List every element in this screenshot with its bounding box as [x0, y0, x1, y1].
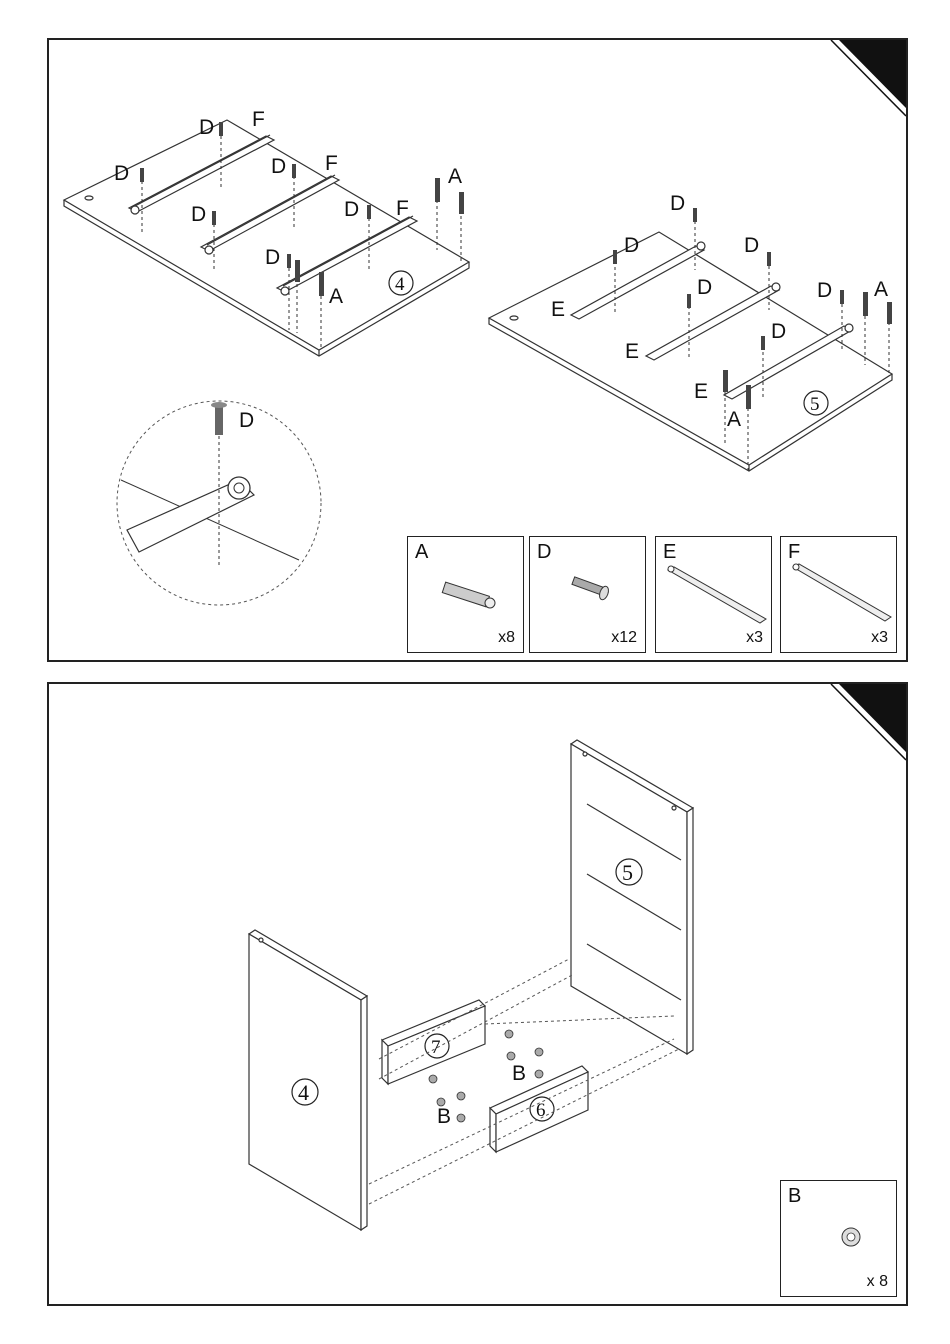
svg-text:A: A	[874, 278, 888, 301]
svg-text:D: D	[697, 276, 712, 299]
svg-text:A: A	[727, 408, 741, 431]
part-card-d: D x12	[529, 536, 646, 653]
svg-text:E: E	[551, 298, 565, 321]
panel-4-board	[64, 120, 469, 356]
panel-number-4: 4	[395, 274, 405, 295]
detail-magnifier: D	[117, 401, 321, 605]
svg-text:D: D	[271, 155, 286, 178]
svg-text:D: D	[817, 279, 832, 302]
fastener-label-b: B	[437, 1105, 451, 1128]
part-card-e: E x3	[655, 536, 772, 653]
assembly-step-panel-top: D F D F D D F D D A A 4	[47, 38, 908, 662]
part-quantity: x8	[498, 629, 515, 647]
panel-number-4: 4	[298, 1080, 309, 1105]
step-illustration-bottom: 5 4 7 6	[49, 684, 906, 1304]
svg-text:D: D	[265, 246, 280, 269]
svg-text:D: D	[624, 234, 639, 257]
svg-text:F: F	[396, 197, 409, 220]
svg-text:D: D	[771, 320, 786, 343]
detail-label: D	[239, 409, 254, 432]
part-quantity: x 8	[867, 1273, 888, 1291]
svg-text:A: A	[448, 165, 462, 188]
svg-text:D: D	[199, 116, 214, 139]
part-card-f: F x3	[780, 536, 897, 653]
svg-text:A: A	[329, 285, 343, 308]
svg-text:F: F	[252, 108, 265, 131]
part-quantity: x3	[746, 629, 763, 647]
part-card-a: A x8	[407, 536, 524, 653]
part-card-b: B x 8	[780, 1180, 897, 1297]
part-quantity: x3	[871, 629, 888, 647]
corner-tab	[839, 40, 906, 108]
svg-text:D: D	[191, 203, 206, 226]
svg-text:E: E	[625, 340, 639, 363]
svg-text:D: D	[114, 162, 129, 185]
part-quantity: x12	[611, 629, 637, 647]
panel-number-5: 5	[622, 860, 633, 885]
panel-number-5: 5	[810, 394, 820, 415]
svg-text:D: D	[744, 234, 759, 257]
svg-text:D: D	[344, 198, 359, 221]
side-panel-5	[571, 740, 693, 1054]
corner-tab	[839, 684, 906, 752]
fastener-label-b: B	[512, 1062, 526, 1085]
assembly-step-panel-bottom: 5 4 7 6	[47, 682, 908, 1306]
panel-number-7: 7	[431, 1037, 441, 1058]
svg-text:D: D	[670, 192, 685, 215]
svg-text:E: E	[694, 380, 708, 403]
panel-5-board	[489, 232, 892, 471]
svg-text:F: F	[325, 152, 338, 175]
